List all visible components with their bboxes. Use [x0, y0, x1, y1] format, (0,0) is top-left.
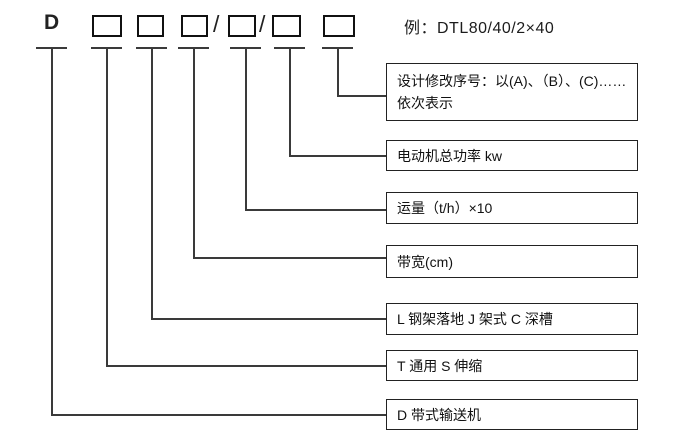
connector-line-belt-width [193, 257, 386, 259]
label-box-motor-power: 电动机总功率 kw [386, 140, 638, 171]
connector-line-capacity [245, 209, 386, 211]
code-separator-slash: / [213, 11, 220, 37]
label-text-frame-type: L 钢架落地 J 架式 C 深槽 [397, 311, 553, 327]
code-box-belt-width [181, 15, 208, 37]
label-text-modification-line2: 依次表示 [397, 95, 453, 111]
code-separator-slash: / [259, 11, 266, 37]
label-text-belt-width: 带宽(cm) [397, 253, 453, 270]
code-prefix-d: D [44, 11, 60, 34]
label-text-modification-line1: 设计修改序号：以(A)、（B）、(C)…… [397, 73, 627, 89]
code-box-modification [323, 15, 355, 37]
label-box-modification: 设计修改序号：以(A)、（B）、(C)…… 依次表示 [386, 63, 638, 121]
connector-line-modification [337, 48, 339, 95]
label-text-machine-type: T 通用 S 伸缩 [397, 357, 483, 374]
label-text-capacity: 运量（t/h）×10 [397, 200, 493, 216]
connector-line-capacity [245, 48, 247, 209]
label-text-motor-power: 电动机总功率 kw [397, 147, 502, 164]
label-text-conveyor: D 带式输送机 [397, 406, 481, 423]
connector-line-modification [337, 95, 386, 97]
connector-line-motor-power [289, 48, 291, 155]
label-box-conveyor: D 带式输送机 [386, 399, 638, 430]
code-box-frame-type [137, 15, 164, 37]
connector-line-machine-type [106, 365, 386, 367]
connector-line-conveyor [51, 414, 386, 416]
connector-line-belt-width [193, 48, 195, 257]
connector-line-frame-type [151, 318, 386, 320]
code-box-motor-power [272, 15, 301, 37]
label-box-belt-width: 带宽(cm) [386, 245, 638, 278]
label-box-frame-type: L 钢架落地 J 架式 C 深槽 [386, 303, 638, 335]
example-text: 例：DTL80/40/2×40 [404, 20, 555, 37]
label-box-capacity: 运量（t/h）×10 [386, 192, 638, 224]
label-box-machine-type: T 通用 S 伸缩 [386, 350, 638, 381]
connector-line-motor-power [289, 155, 386, 157]
connector-line-conveyor [51, 48, 53, 414]
code-box-capacity [228, 15, 256, 37]
connector-line-machine-type [106, 48, 108, 365]
code-box-machine-type [92, 15, 122, 37]
connector-line-frame-type [151, 48, 153, 318]
